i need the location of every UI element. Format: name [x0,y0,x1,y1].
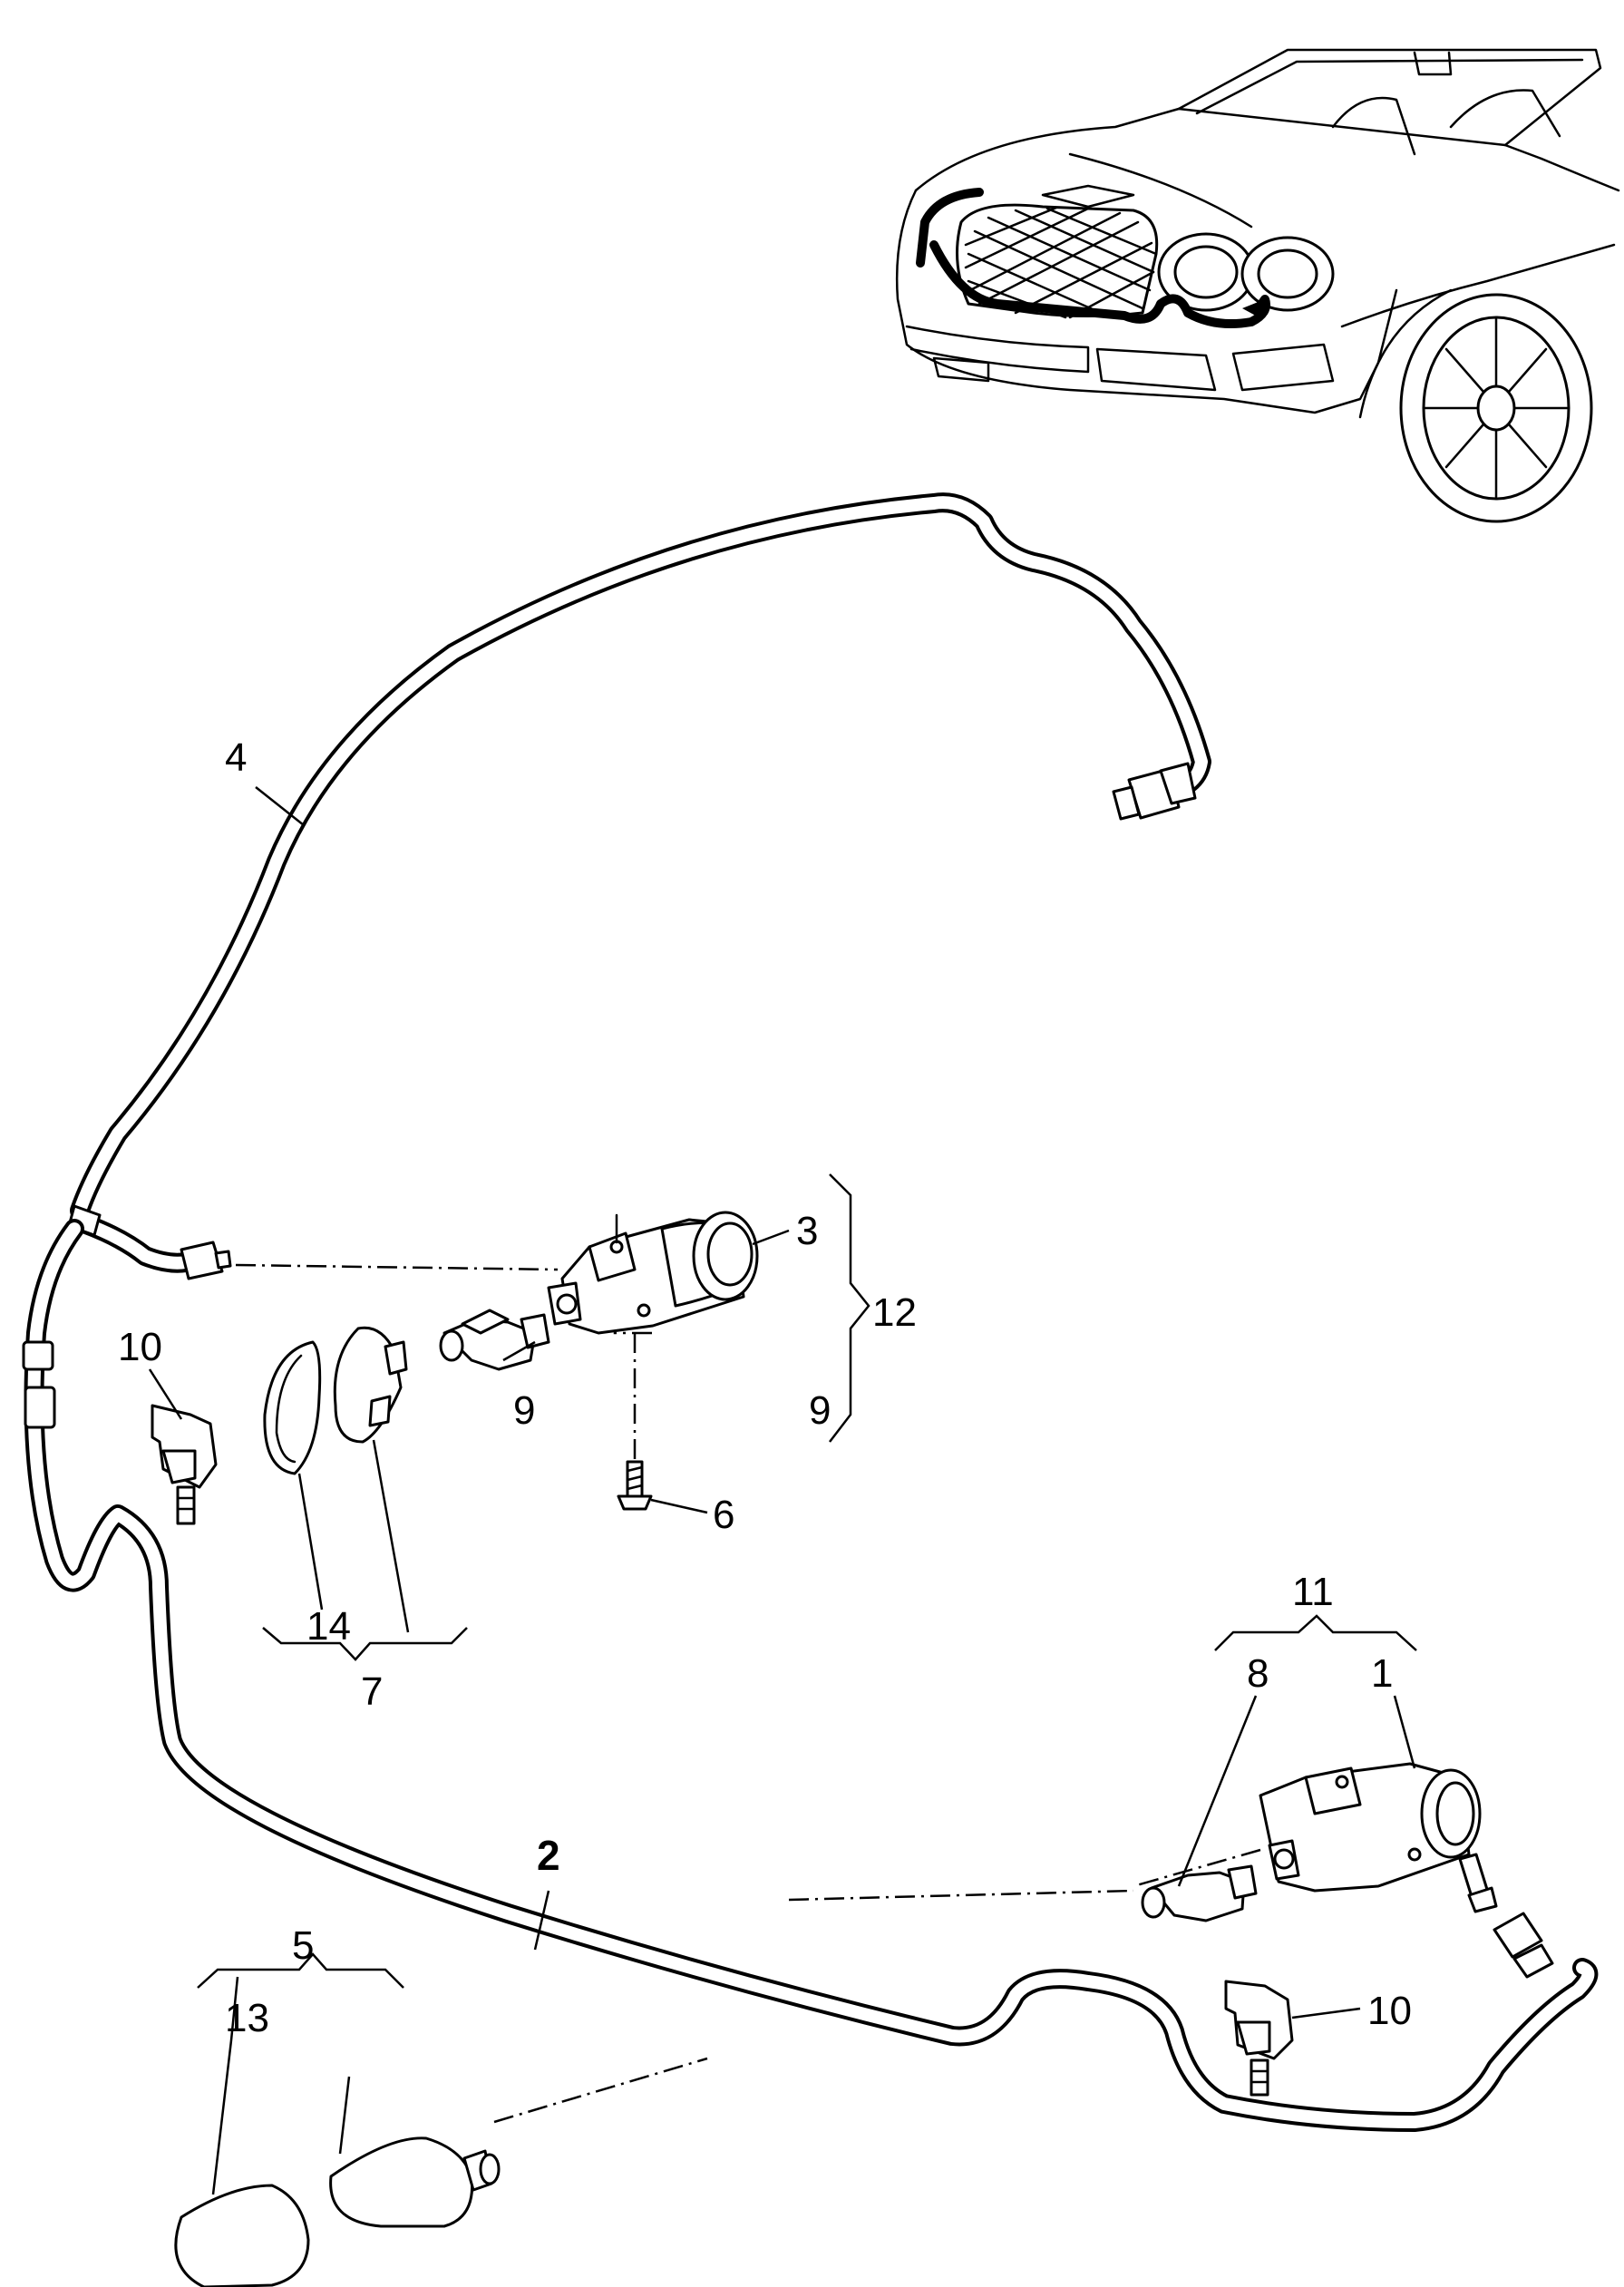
callout-5: 5 [292,1923,314,1968]
cap-14-upper [263,1340,322,1475]
clip-10-right [1224,1980,1294,2097]
callout-14: 14 [306,1604,351,1649]
cap-7-upper [333,1326,408,1444]
cap-13-lower [174,2184,310,2287]
callout-1: 1 [1371,1651,1393,1696]
callout-4: 4 [225,735,247,780]
callout-10-left: 10 [118,1325,162,1369]
callout-6: 6 [713,1493,734,1537]
callout-9-brace: 9 [809,1388,831,1433]
leader-lines [148,786,1417,2195]
grille-mesh [964,206,1158,319]
callout-12: 12 [872,1290,917,1335]
callout-10-right: 10 [1367,1989,1412,2033]
callout-7: 7 [361,1669,383,1714]
hose-4 [70,492,1211,1221]
callout-3: 3 [796,1209,818,1253]
callout-9-connector: 9 [513,1388,535,1433]
callout-labels: 4 3 12 9 9 6 10 14 7 11 8 1 2 10 5 13 [118,735,1412,2040]
callout-2: 2 [537,1832,560,1879]
clip-10-left [151,1404,218,1525]
connector-9-upper [439,1309,550,1371]
callout-11: 11 [1292,1570,1334,1614]
car-overview-illustration [895,48,1620,523]
hose-2 [22,1219,1599,2132]
screw-6 [617,1460,653,1511]
cap-5-lower [329,2136,501,2228]
washer-pump-upper [547,1211,759,1335]
callout-13: 13 [225,1996,269,2040]
hose-branch-upper [67,1204,232,1280]
washer-pump-lower [1259,1762,1498,1913]
connector-8-lower [1141,1864,1258,1922]
callout-8: 8 [1247,1651,1269,1696]
